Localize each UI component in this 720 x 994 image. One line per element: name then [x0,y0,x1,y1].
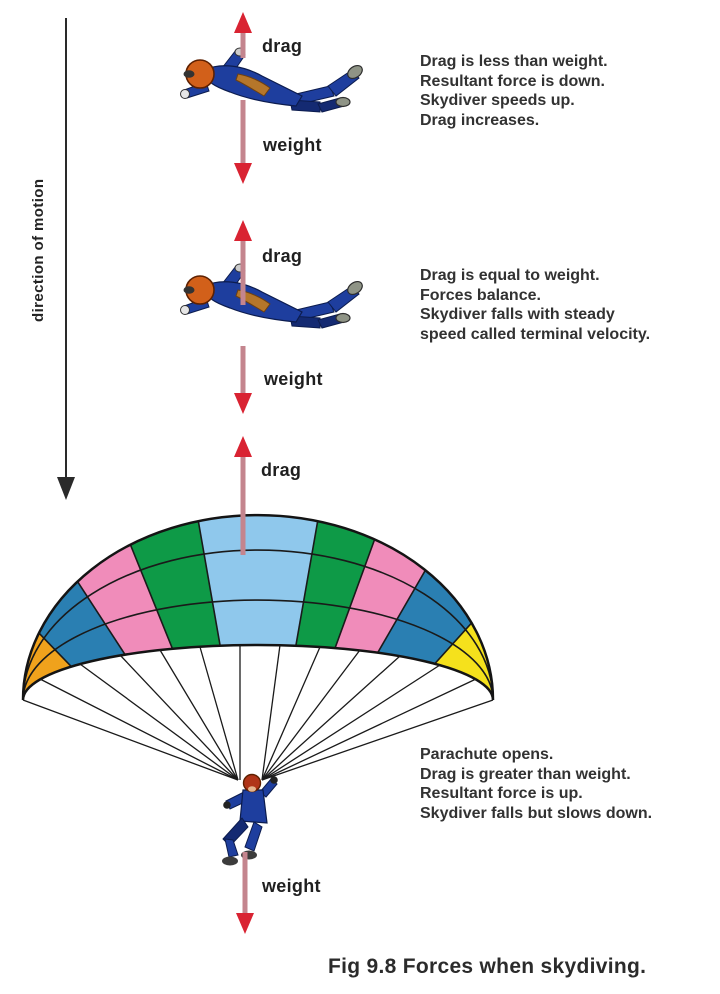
suspension-line [261,649,361,781]
suspension-line [39,678,239,781]
stage1-description: Drag is less than weight. Resultant forc… [420,52,720,130]
suspension-line [261,646,321,781]
suspension-line [199,646,239,781]
drag-arrow-head [234,220,252,241]
suspension-line [79,663,239,781]
direction-of-motion-arrow [57,18,75,500]
stage1-weight-label: weight [263,135,322,155]
description-line: Drag is greater than weight. [420,765,631,783]
suspension-line [159,649,239,781]
suspension-line [22,699,239,781]
parachute [21,513,495,781]
canopy-band [168,515,348,700]
weight-arrow-head [234,163,252,184]
description-line: Drag is equal to weight. [420,267,600,284]
description-line: Skydiver falls but slows down. [420,804,653,822]
description-line: Skydiver speeds up. [420,92,575,109]
suspension-line [261,644,281,781]
stage2-weight-label: weight [264,369,323,389]
canopy-seam-arc [23,599,493,700]
stage1-weight-arrow [234,100,252,184]
suspension-line [119,654,239,781]
stage3-weight-arrow [236,852,254,934]
description-line: Forces balance. [420,286,541,304]
description-line: Drag increases. [420,111,540,129]
stage2-drag-arrow [234,220,252,305]
stage2-description: Drag is equal to weight. Forces balance.… [420,266,720,344]
stage2-drag-label: drag [262,246,303,266]
hanging-diver-shin [224,838,239,858]
description-line: Skydiver falls with steady [420,306,615,323]
weight-arrow-head [236,913,254,934]
skydiver-stage1 [179,47,366,113]
hanging-diver-torso [239,789,268,824]
hanging-diver-boot [222,856,238,866]
suspension-lines [22,644,494,781]
suspension-line [261,678,477,781]
stage3-drag-arrow [234,436,252,555]
description-line: Resultant force is up. [420,785,583,802]
stage1-drag-label: drag [262,36,303,56]
skydiver-stage2 [179,263,366,329]
stage3-weight-label: weight [262,876,321,896]
stage3-drag-label: drag [261,460,302,480]
canopy-seam-arc [23,549,493,700]
stage2-weight-arrow [234,346,252,414]
description-line: Drag is less than weight. [420,53,608,70]
stage3-description: Parachute opens. Drag is greater than we… [420,745,720,823]
direction-of-motion-label: direction of motion [30,178,47,322]
suspension-line [261,664,441,781]
suspension-line [261,699,494,781]
hanging-diver-right-glove [270,776,278,784]
hanging-diver-leg2 [244,821,263,852]
canopy-seam [23,515,194,700]
drag-arrow-head [234,436,252,457]
motion-arrow-head [57,477,75,500]
description-line: Resultant force is down. [420,72,605,90]
drag-arrow-head [234,12,252,33]
suspension-line [261,655,401,781]
description-line: Parachute opens. [420,746,554,763]
hanging-diver-left-glove [223,801,231,809]
weight-arrow-head [234,393,252,414]
description-line: speed called terminal velocity. [420,325,651,343]
figure-caption: Fig 9.8 Forces when skydiving. [328,955,647,978]
hanging-diver-face [248,786,256,792]
stage1-drag-arrow [234,12,252,58]
skydiver-stage3-hanging [222,773,278,866]
